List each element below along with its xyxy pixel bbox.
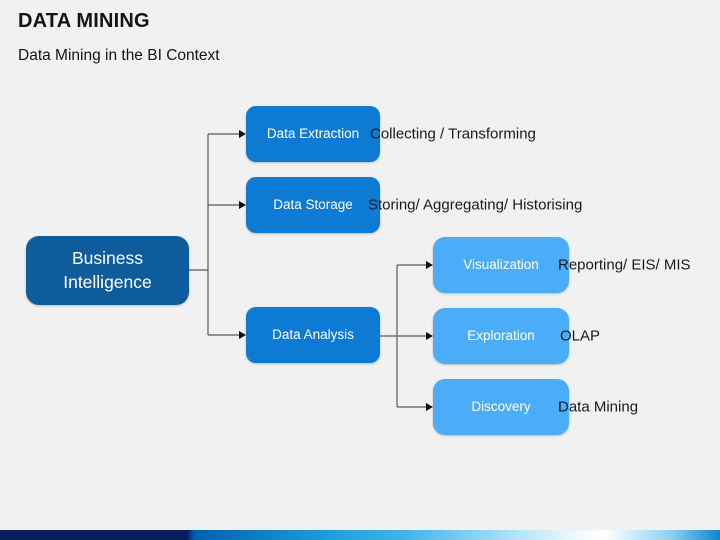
annotation-visualization: Reporting/ EIS/ MIS [558, 256, 691, 274]
annotation-discovery: Data Mining [558, 398, 639, 416]
annotation-exploration: OLAP [560, 327, 601, 345]
node-data-extraction: Data Extraction [246, 106, 380, 162]
node-business-intelligence: Business Intelligence [26, 236, 189, 305]
node-exploration: Exploration [433, 308, 569, 364]
annotation-data-storage: Storing/ Aggregating/ Historising [368, 196, 583, 214]
page-subtitle: Data Mining in the BI Context [18, 47, 220, 64]
node-visualization: Visualization [433, 237, 569, 293]
node-data-storage: Data Storage [246, 177, 380, 233]
footer-gradient-bar [0, 530, 720, 540]
page-title: DATA MINING [18, 10, 150, 32]
node-discovery: Discovery [433, 379, 569, 435]
annotation-data-extraction: Collecting / Transforming [370, 125, 536, 143]
node-data-analysis: Data Analysis [246, 307, 380, 363]
